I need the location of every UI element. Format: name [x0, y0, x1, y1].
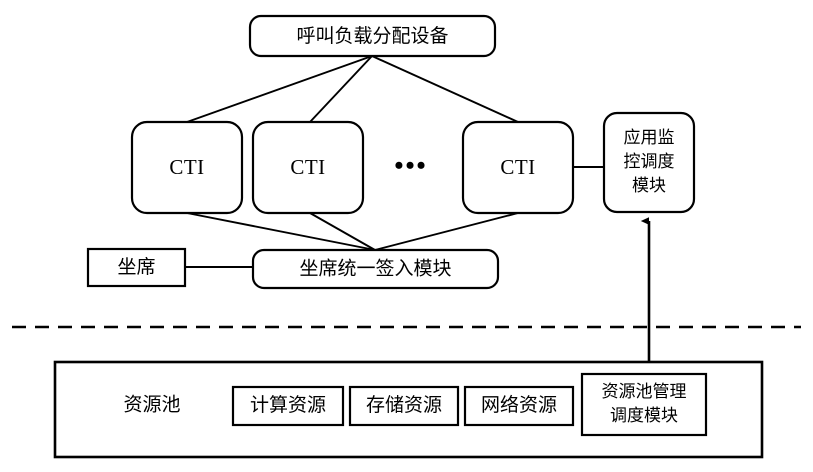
- cti-node-3[interactable]: [461, 120, 575, 215]
- resource-pool-label: 资源池: [123, 393, 180, 415]
- pool-manager-label-line-1: 资源池管理: [602, 382, 687, 401]
- dispatcher-label: 呼叫负载分配设备: [296, 25, 448, 47]
- agent-login-module-node[interactable]: [251, 248, 500, 290]
- resource-node-network-label: 网络资源: [481, 394, 557, 416]
- pool-manager-label-line-2: 调度模块: [610, 406, 678, 425]
- monitor-module-label-line-2: 控调度: [624, 152, 675, 171]
- edge-dispatcher-to-cti-3: [371, 55, 519, 123]
- resource-node-storage-label: 存储资源: [366, 394, 442, 416]
- resource-node-compute-label: 计算资源: [250, 394, 326, 416]
- cti-node-3-label: CTI: [500, 155, 535, 179]
- dispatcher-node[interactable]: [248, 14, 497, 58]
- edge-cti-1-to-agent-login: [186, 212, 376, 251]
- resource-node-network[interactable]: [463, 385, 575, 427]
- monitor-module-label-line-1: 应用监: [624, 128, 675, 147]
- edge-cti-2-to-agent-login: [309, 212, 376, 251]
- agent-login-module-label: 坐席统一签入模块: [299, 257, 451, 279]
- edge-dispatcher-to-cti-1: [186, 55, 373, 123]
- cti-node-2-label: CTI: [290, 155, 325, 179]
- cti-ellipsis: •••: [394, 151, 427, 180]
- resource-node-storage[interactable]: [348, 385, 460, 427]
- cti-node-1-label: CTI: [169, 155, 204, 179]
- monitor-module-label-line-3: 模块: [632, 176, 666, 195]
- resource-node-compute[interactable]: [231, 385, 345, 427]
- monitor-module-node[interactable]: [602, 111, 696, 214]
- cti-node-2[interactable]: [251, 120, 365, 215]
- edge-dispatcher-to-cti-2: [309, 55, 373, 123]
- pool-manager-node[interactable]: [580, 372, 708, 437]
- cti-node-1[interactable]: [130, 120, 244, 215]
- agent-label: 坐席: [117, 256, 155, 278]
- edge-cti-3-to-agent-login: [374, 212, 519, 251]
- agent-node[interactable]: [86, 247, 187, 288]
